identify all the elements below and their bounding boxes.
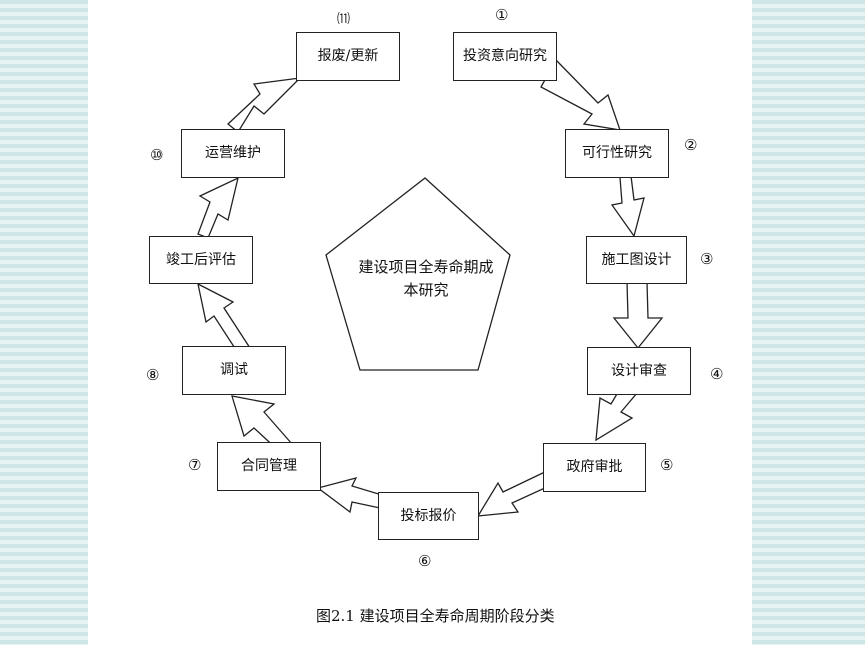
stage-box-9: 竣工后评估 xyxy=(149,236,253,284)
stage-box-4: 设计审查 xyxy=(587,347,691,395)
stage-box-2: 可行性研究 xyxy=(565,129,669,178)
arrow-3-to-4-shape xyxy=(612,281,664,350)
stage-box-10: 运营维护 xyxy=(181,129,285,178)
stage-number-8: ⑧ xyxy=(146,366,160,384)
stage-number-6: ⑥ xyxy=(418,552,432,570)
stage-number-3: ③ xyxy=(700,250,714,268)
stage-number-11: ⑾ xyxy=(337,12,351,27)
stage-number-7: ⑦ xyxy=(188,456,202,474)
stage-number-4: ④ xyxy=(710,365,724,383)
center-pentagon-shape xyxy=(325,177,511,371)
arrow-1-to-2-shape xyxy=(540,58,621,131)
stage-box-11: 报废/更新 xyxy=(296,32,400,81)
stage-number-2: ② xyxy=(684,136,698,154)
stage-box-7: 合同管理 xyxy=(217,442,321,491)
stage-box-8: 调试 xyxy=(182,346,286,395)
stage-number-10: ⑩ xyxy=(150,146,164,164)
stage-box-6: 投标报价 xyxy=(378,492,479,540)
figure-caption: 图2.1 建设项目全寿命周期阶段分类 xyxy=(316,607,555,625)
stage-number-1: ① xyxy=(495,6,509,24)
center-title: 建设项目全寿命期成本研究 xyxy=(358,258,494,300)
left-margin-stripes xyxy=(0,0,88,645)
arrow-9-to-10-shape xyxy=(197,176,239,239)
stage-box-5: 政府审批 xyxy=(543,443,646,492)
stage-box-3: 施工图设计 xyxy=(586,236,687,284)
stage-box-1: 投资意向研究 xyxy=(453,32,557,81)
stage-number-5: ⑤ xyxy=(660,456,674,474)
arrow-6-to-7-shape xyxy=(316,477,383,514)
arrow-10-to-11-shape xyxy=(227,77,302,133)
right-margin-stripes xyxy=(752,0,865,645)
